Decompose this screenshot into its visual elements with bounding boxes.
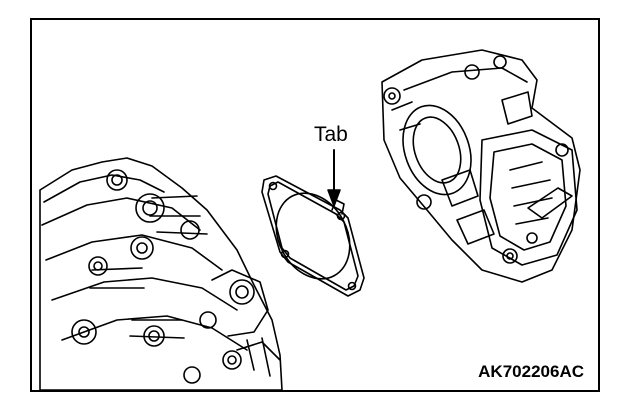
throttle-body-gasket (261, 175, 365, 297)
tab-callout-label: Tab (314, 123, 348, 146)
diagram-frame: Tab AK702206AC (30, 18, 600, 392)
throttle-body (381, 49, 581, 283)
figure-code: AK702206AC (478, 362, 584, 381)
intake-manifold (39, 157, 283, 390)
diagram-artwork (39, 49, 581, 390)
tab-callout-arrow (327, 149, 341, 207)
